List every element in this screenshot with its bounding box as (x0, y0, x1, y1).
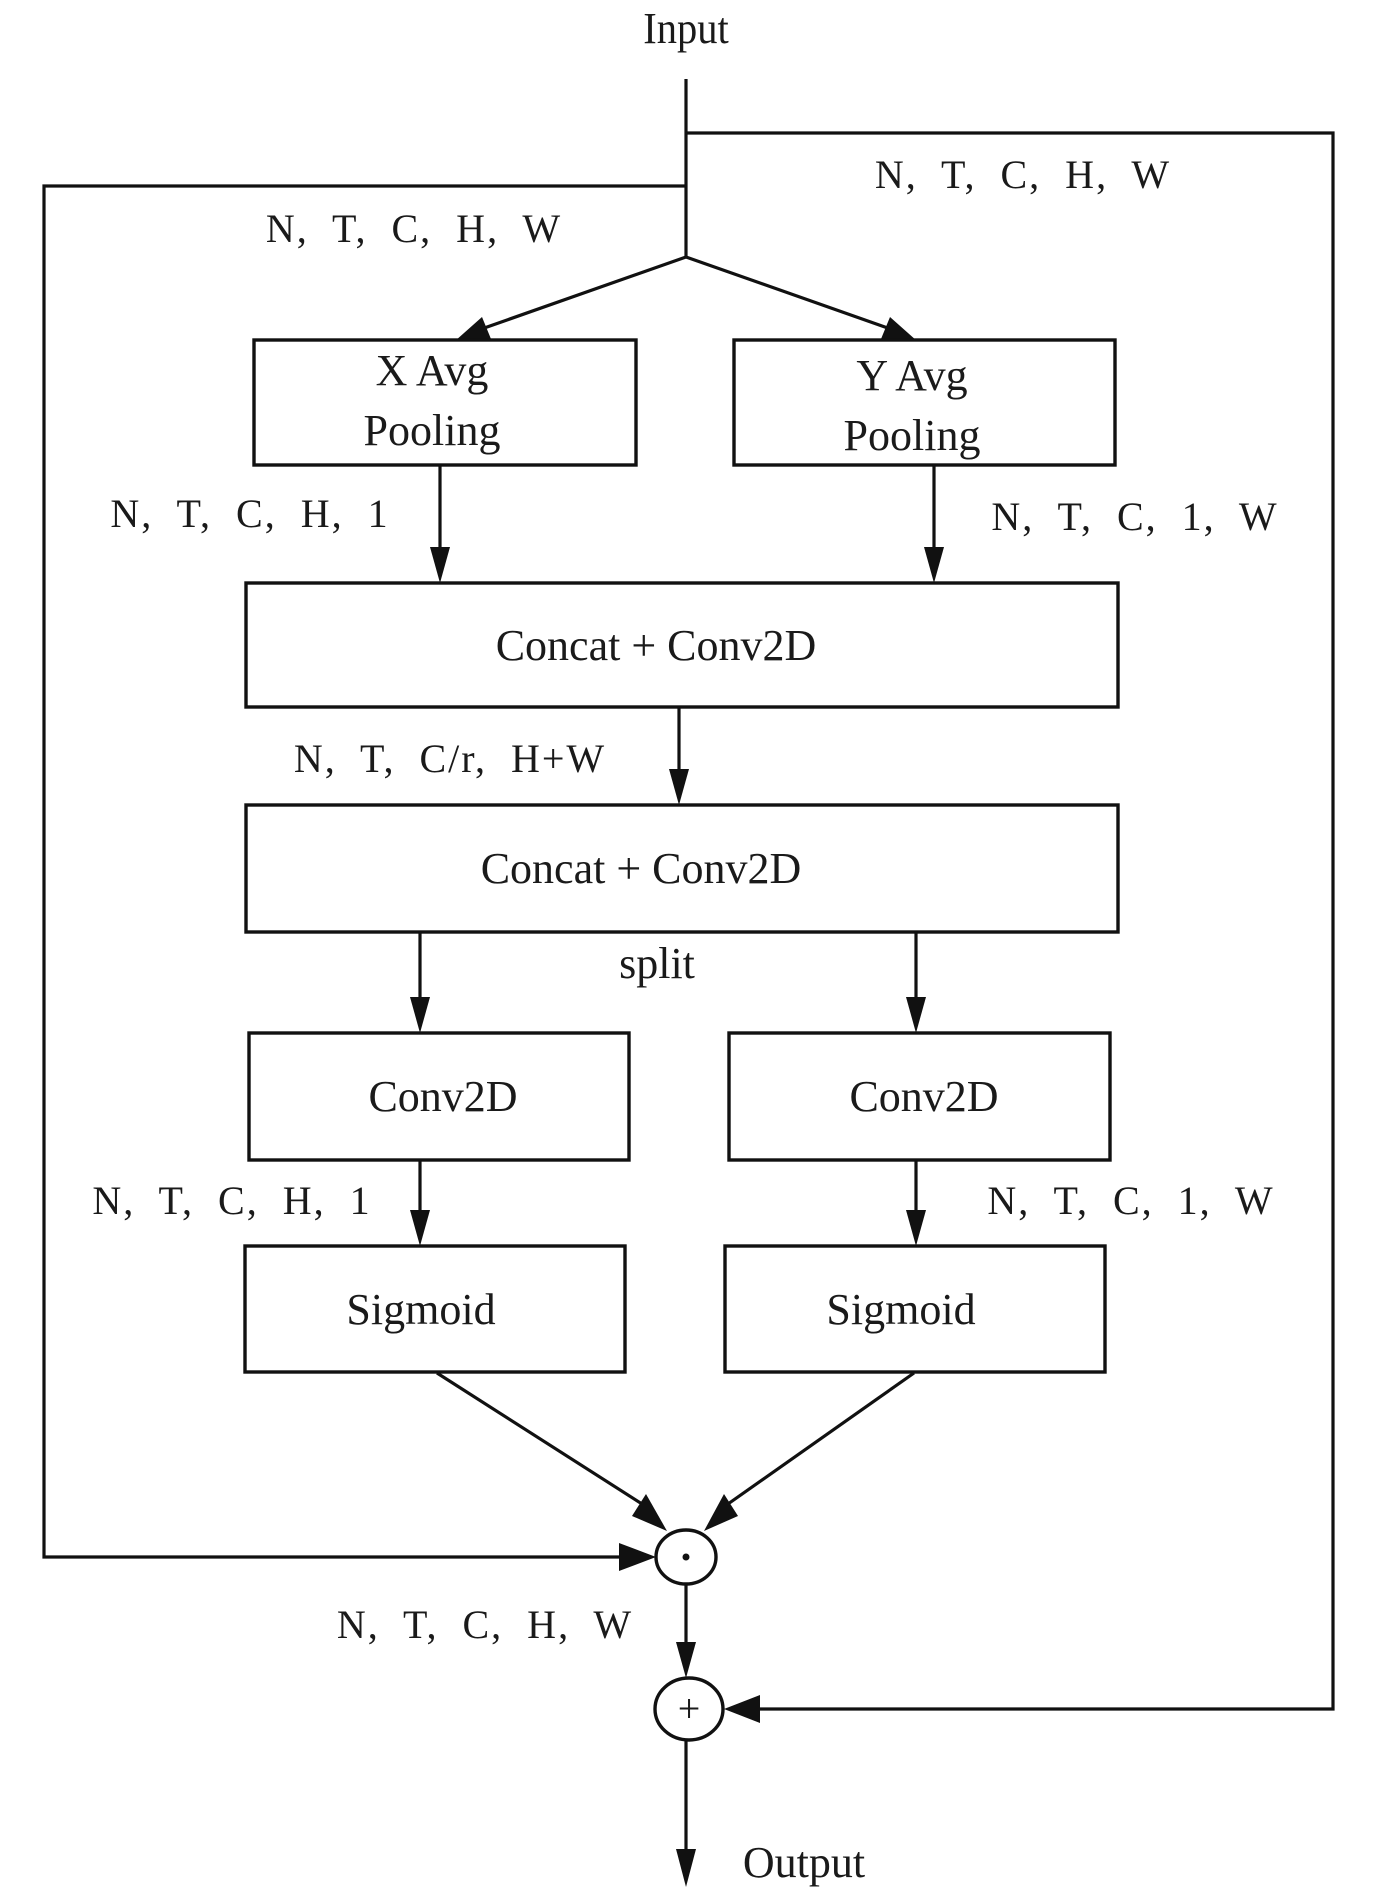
sigmoid-box-right (723, 1244, 1107, 1374)
sigmoid-right-to-mul-line (717, 1371, 915, 1513)
split-label: split (619, 939, 695, 988)
input-label: Input (643, 4, 729, 53)
output-label: Output (743, 1838, 865, 1887)
conv2d-box-left (247, 1031, 631, 1162)
sigmoid-left-arrow-head (632, 1494, 667, 1531)
add-plus-icon: + (678, 1686, 701, 1731)
concat1-out-arrow-head (669, 769, 689, 805)
conv2d-box-right (727, 1031, 1112, 1162)
sigmoid-box-left (243, 1244, 627, 1374)
output-arrow-head (676, 1849, 696, 1887)
concat1-shape-label: N, T, C/r, H+W (294, 736, 606, 781)
residual-skip-path (686, 131, 1335, 1711)
identity-arrow-head (619, 1543, 656, 1571)
sigmoid-text-right: Sigmoid (826, 1285, 975, 1334)
concat-conv2d-box-1 (244, 581, 1120, 709)
y-avg-pooling-line2: Pooling (844, 411, 981, 460)
conv-left-shape-label: N, T, C, H, 1 (92, 1178, 371, 1223)
concat-conv2d-text-1: Concat + Conv2D (496, 621, 817, 670)
y-pool-out-arrow-head (924, 547, 944, 583)
sigmoid-right-arrow-head (704, 1494, 738, 1531)
x-pool-shape-label: N, T, C, H, 1 (110, 491, 389, 536)
conv-left-out-arrow-head (410, 1210, 430, 1246)
residual-add-node (653, 1676, 725, 1742)
branch-line-x (469, 255, 687, 335)
sigmoid-text-left: Sigmoid (346, 1285, 495, 1334)
skip-right-shape-label: N, T, C, H, W (875, 152, 1171, 197)
y-pool-shape-label: N, T, C, 1, W (991, 494, 1278, 539)
branch-arrow-head-y (881, 317, 917, 341)
x-pool-out-arrow-head (430, 547, 450, 583)
conv-right-shape-label: N, T, C, 1, W (987, 1178, 1274, 1223)
branch-arrow-head-x (455, 317, 491, 341)
sigmoid-left-to-mul-line (436, 1371, 654, 1513)
x-avg-pooling-line1: X Avg (376, 346, 489, 395)
concat-conv2d-text-2: Concat + Conv2D (481, 844, 802, 893)
multiply-dot-icon (682, 1553, 690, 1561)
skip-left-shape-label: N, T, C, H, W (266, 206, 562, 251)
mul-out-arrow-head (676, 1642, 696, 1678)
branch-line-y (685, 255, 903, 335)
split-arrow-head-right (906, 997, 926, 1033)
x-avg-pooling-box (252, 338, 638, 467)
x-avg-pooling-line2: Pooling (364, 406, 501, 455)
y-avg-pooling-box (732, 338, 1117, 467)
residual-arrow-head (724, 1695, 760, 1723)
conv2d-text-right: Conv2D (849, 1072, 998, 1121)
concat-conv2d-box-2 (244, 803, 1120, 934)
split-arrow-head-left (410, 997, 430, 1033)
mul-shape-label: N, T, C, H, W (337, 1602, 633, 1647)
identity-skip-path (42, 184, 686, 1559)
y-avg-pooling-line1: Y Avg (856, 351, 967, 400)
conv-right-out-arrow-head (906, 1210, 926, 1246)
conv2d-text-left: Conv2D (368, 1072, 517, 1121)
